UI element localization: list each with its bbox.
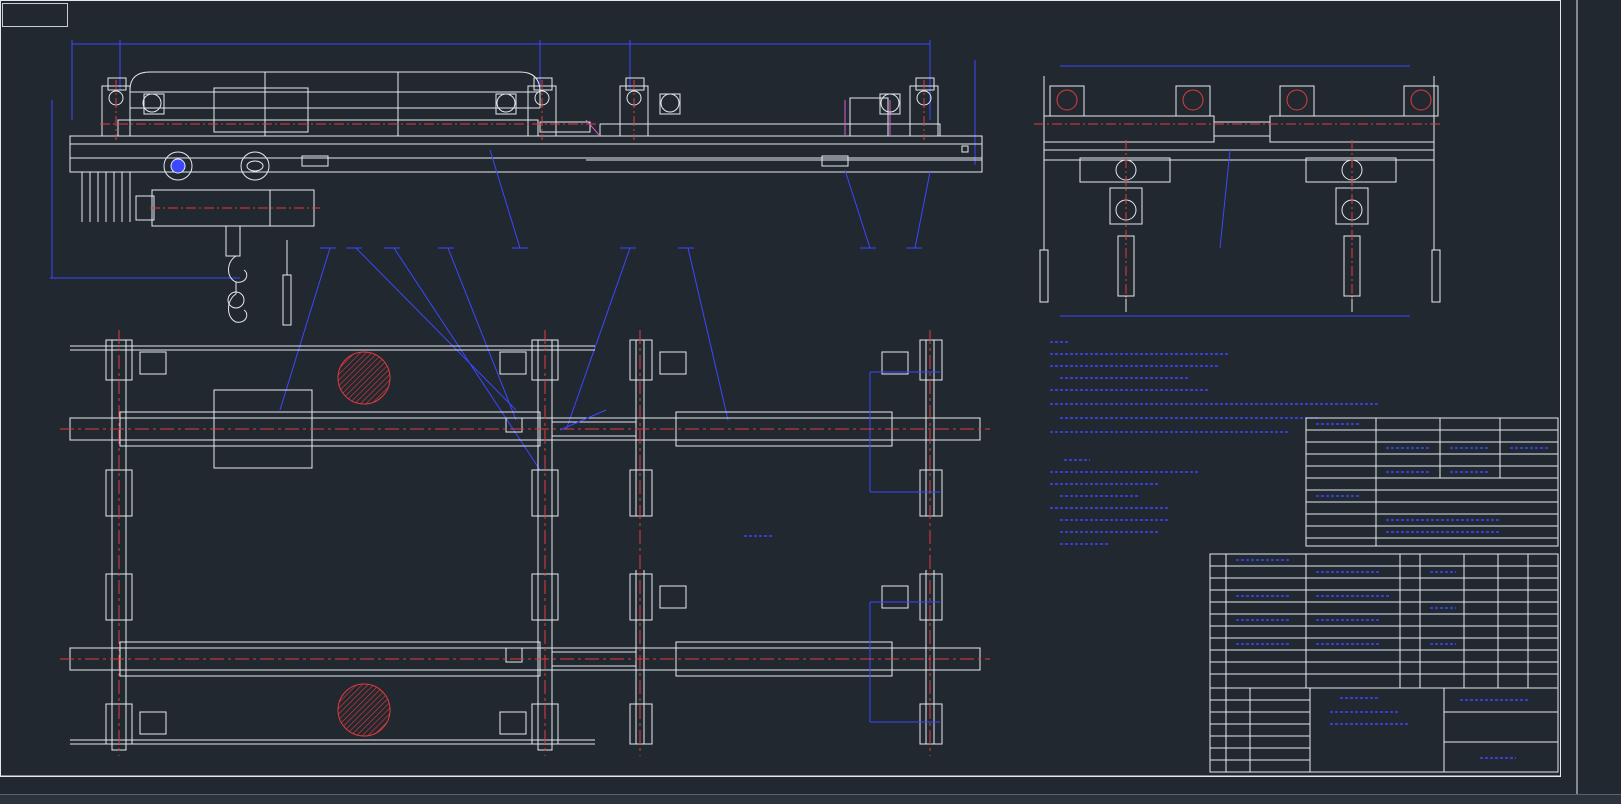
front-elevation-view bbox=[50, 40, 983, 471]
technical-notes bbox=[744, 341, 1380, 545]
side-elevation-view bbox=[1034, 65, 1441, 317]
plan-wheel-blocks bbox=[105, 339, 943, 745]
plan-drive-motors bbox=[139, 351, 909, 735]
parts-list-table bbox=[1209, 553, 1559, 689]
side-hoist-right bbox=[1305, 157, 1397, 312]
plan-view bbox=[60, 330, 990, 756]
end-truck-mid2 bbox=[619, 77, 681, 137]
status-bar bbox=[0, 794, 1621, 804]
specification-table bbox=[1305, 417, 1559, 547]
end-truck-right bbox=[879, 77, 939, 137]
end-truck-mid bbox=[495, 77, 557, 137]
drawing-tag bbox=[2, 3, 68, 27]
side-hoist-left bbox=[1079, 157, 1171, 312]
side-wheels bbox=[1049, 85, 1439, 117]
drawing-frame bbox=[0, 0, 1578, 795]
pendant-cables bbox=[81, 172, 292, 326]
title-block bbox=[1209, 687, 1559, 773]
hoist-trolley bbox=[135, 151, 315, 323]
end-truck-left bbox=[101, 77, 165, 137]
